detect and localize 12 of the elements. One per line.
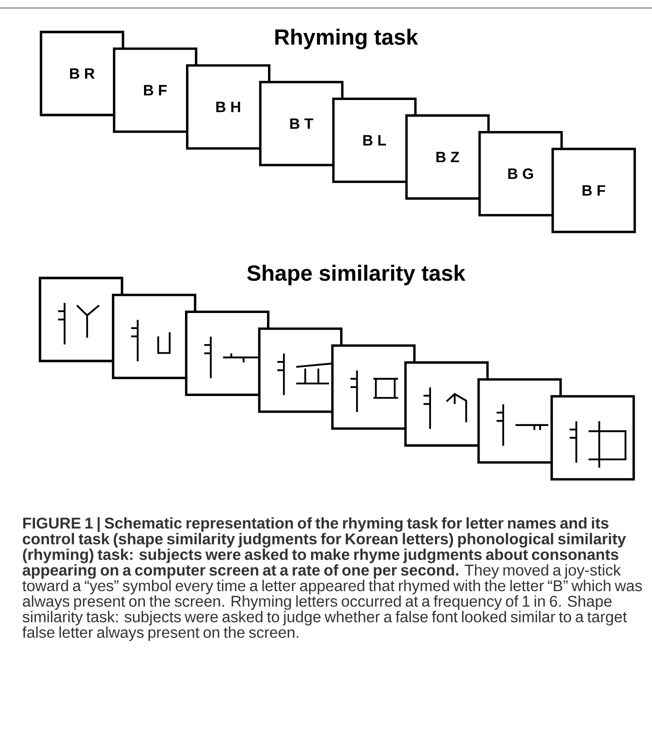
letter-card: B R — [40, 30, 124, 116]
false-letter-card — [550, 395, 635, 480]
figure-caption: FIGURE 1 | Schematic representation of the rhyming task for letter names and its control task (shape similarity judgments for Korean letters) phonological similarity (rhyming) task: subjects were asked to make rhyme judgments about consonants appearing on a computer screen at a rate of one per second. They moved a joy-stick toward a “yes” symbol every time a letter appeared that rhymed with the letter “B” which was always present on the screen. Rhyming letters occurred at a frequency of 1 in 6. Shape similarity task: subjects were asked to judge whether a false font looked similar to a target false letter always present on the screen. — [22, 517, 642, 641]
letter-card: B F — [552, 148, 636, 234]
letter-card: B T — [259, 80, 344, 166]
letter-card: B Z — [405, 114, 490, 200]
letter-card: B F — [112, 48, 198, 133]
task-heading: Shape similarity task — [247, 264, 466, 286]
letter-card: B G — [478, 131, 563, 216]
task-heading: Rhyming task — [275, 28, 418, 50]
letter-card: B H — [186, 64, 270, 150]
letter-card: B L — [332, 98, 417, 183]
